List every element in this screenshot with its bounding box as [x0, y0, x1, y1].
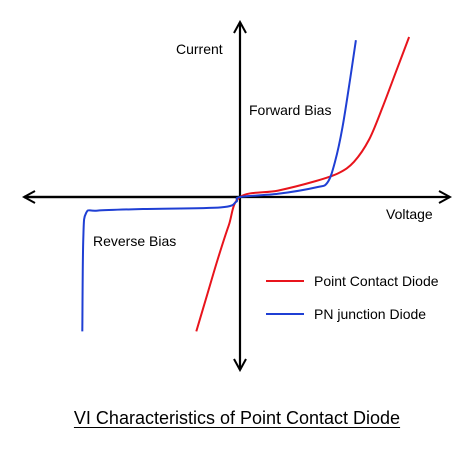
legend-label-point-contact: Point Contact Diode: [314, 273, 439, 289]
forward-bias-annotation: Forward Bias: [249, 102, 331, 118]
x-axis-label: Voltage: [386, 206, 433, 222]
reverse-bias-annotation: Reverse Bias: [93, 233, 176, 249]
legend-label-pn-junction: PN junction Diode: [314, 306, 426, 322]
y-axis-label: Current: [176, 41, 223, 57]
series-line-point-contact-diode: [195, 36, 411, 332]
series-line-pn-junction-diode: [81, 40, 357, 332]
chart-title: VI Characteristics of Point Contact Diod…: [73, 408, 401, 428]
legend: Point Contact Diode PN junction Diode: [266, 273, 439, 322]
